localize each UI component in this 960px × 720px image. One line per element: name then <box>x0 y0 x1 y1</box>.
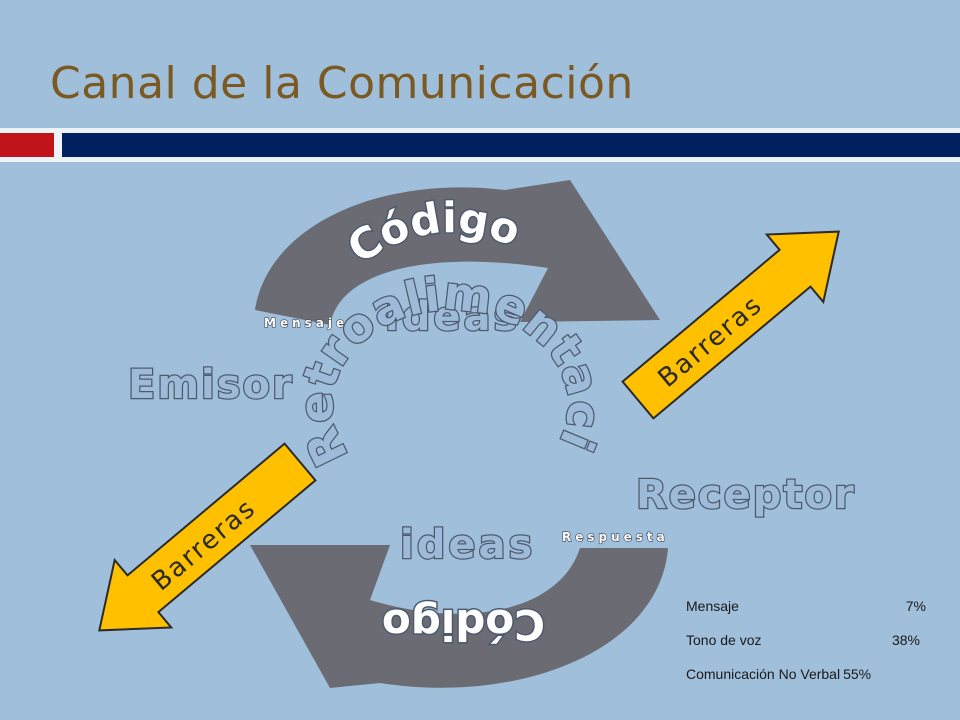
respuesta-label: Respuesta <box>562 530 669 544</box>
top-curved-arrow <box>255 180 660 325</box>
stat-label: Comunicación No Verbal <box>686 666 841 682</box>
mensaje-label: Mensaje <box>264 316 348 330</box>
stats-table: Mensaje 7% Tono de voz 38% Comunicación … <box>686 598 926 700</box>
ideas-top-label: ideas <box>385 294 520 340</box>
title-accent-red <box>0 133 54 157</box>
stat-label: Mensaje <box>686 598 739 614</box>
stat-label: Tono de voz <box>686 632 762 648</box>
codigo-bottom-label: Código <box>382 600 545 649</box>
stat-value: 38% <box>891 632 920 648</box>
title-accent-navy <box>62 133 960 157</box>
stat-value: 55% <box>843 666 872 682</box>
stat-value: 7% <box>905 598 926 614</box>
bottom-curved-arrow <box>250 545 668 688</box>
receptor-label: Receptor <box>636 472 856 518</box>
emisor-label: Emisor <box>128 362 294 408</box>
stat-row: Comunicación No Verbal 55% <box>686 666 926 700</box>
ideas-bottom-label: ideas <box>400 522 535 568</box>
slide-title: Canal de la Comunicación <box>50 58 634 109</box>
stat-row: Tono de voz 38% <box>686 632 926 666</box>
stat-row: Mensaje 7% <box>686 598 926 632</box>
